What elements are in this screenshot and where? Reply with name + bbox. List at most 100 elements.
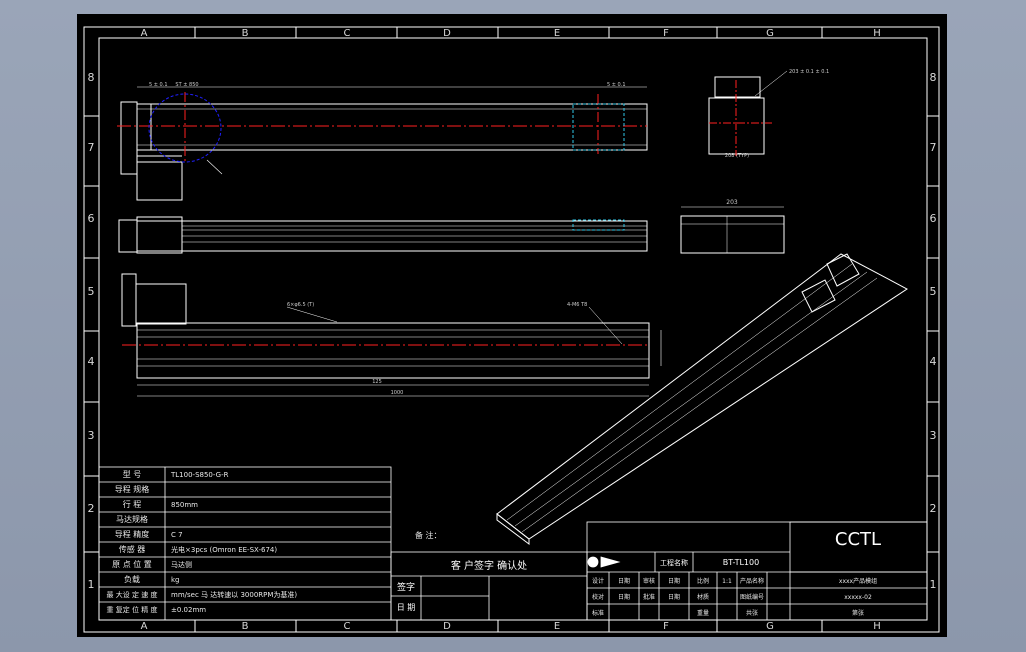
- zone-row-2-right: 2: [930, 502, 937, 515]
- top-dim-mid: ST ± 850: [175, 82, 198, 88]
- zone-col-f-bottom: F: [663, 621, 669, 632]
- zone-columns-top: A B C D E F G H: [141, 28, 881, 39]
- project-value: BT-TL100: [723, 558, 759, 567]
- spec-row-origin-value: 马达侧: [171, 560, 192, 569]
- zone-col-e-bottom: E: [554, 621, 560, 632]
- drawing-sheet[interactable]: A B C D E F G H A B C D E F G H 8 7 6 5 …: [77, 14, 947, 637]
- title-row-3: 标准 重量 共张 第张: [592, 609, 864, 617]
- zone-col-g-bottom: G: [766, 621, 774, 632]
- side-dim-bottom: 208 (TYP): [725, 153, 749, 159]
- zone-row-3-right: 3: [930, 429, 937, 442]
- spec-row-origin-label: 原 点 位 置: [112, 559, 152, 569]
- middle-view[interactable]: [118, 216, 648, 254]
- zone-col-d-bottom: D: [443, 621, 451, 632]
- tb-r2-c1: 校对: [592, 593, 604, 601]
- title-row-2: 校对 日期 批准 日期 材质 图纸编号 xxxxx-02: [592, 593, 872, 601]
- spec-row-model-label: 型 号: [123, 470, 142, 479]
- zone-col-f: F: [663, 28, 669, 39]
- top-dim-left: 5 ± 0.1: [149, 82, 168, 88]
- cad-drawing: A B C D E F G H A B C D E F G H 8 7 6 5 …: [83, 26, 940, 633]
- zone-row-5-right: 5: [930, 285, 937, 298]
- project-label: 工程名称: [660, 558, 688, 567]
- tb-r2-c7: 图纸编号: [740, 593, 764, 601]
- top-view[interactable]: ST ± 850 5 ± 0.1 5 ± 0.1: [117, 82, 648, 201]
- side-view-top[interactable]: 203 ± 0.1 ± 0.1 208 (TYP): [708, 69, 829, 159]
- spec-row-stroke-label: 行 程: [123, 499, 142, 509]
- spec-row-load-value: kg: [171, 576, 180, 584]
- side-view-bottom[interactable]: 203: [680, 199, 785, 254]
- zone-row-1-right: 1: [930, 578, 937, 591]
- zone-row-4-right: 4: [930, 355, 937, 368]
- zone-col-a-bottom: A: [141, 621, 148, 632]
- spec-row-speed-value: mm/sec 马 达转速以 3000RPM为基准): [171, 590, 297, 599]
- spec-table: [98, 466, 392, 621]
- tb-r1-c6: 1:1: [722, 578, 732, 585]
- zone-row-6: 6: [88, 212, 95, 225]
- spec-row-load-label: 负载: [124, 574, 140, 584]
- end-dim: 203: [726, 199, 738, 206]
- zone-col-a: A: [141, 28, 148, 39]
- title-block: [586, 521, 928, 621]
- zone-row-7-right: 7: [930, 141, 937, 154]
- zone-row-3: 3: [88, 429, 95, 442]
- tb-r1-c1: 设计: [592, 577, 604, 585]
- spec-row-speed-label: 最 大设 定 速 度: [107, 590, 158, 599]
- spec-table-labels: 型 号 导程 规格 行 程 马达规格 导程 精度 传感 器 原 点 位 置 负载…: [107, 470, 158, 614]
- title-row-1: 设计 日期 审核 日期 比例 1:1 产品名称 xxxx产品模组: [592, 577, 877, 585]
- zone-rows-left: 8 7 6 5 4 3 2 1: [88, 71, 95, 591]
- zone-rows-right: 8 7 6 5 4 3 2 1: [930, 71, 937, 591]
- spec-row-repeat-value: ±0.02mm: [171, 606, 206, 614]
- zone-col-c: C: [344, 28, 351, 39]
- tb-r3-c8: 第张: [852, 609, 864, 617]
- spec-row-lead-label: 导程 规格: [115, 484, 150, 494]
- zone-row-4: 4: [88, 355, 95, 368]
- zone-row-8: 8: [88, 71, 95, 84]
- tb-r2-c2: 日期: [618, 593, 630, 601]
- tb-r2-c8: xxxxx-02: [844, 594, 872, 601]
- zone-col-d: D: [443, 28, 451, 39]
- confirm-title: 客 户签字 确认处: [451, 559, 527, 572]
- zone-col-h: H: [873, 28, 881, 39]
- spec-row-accuracy-value: C 7: [171, 531, 183, 539]
- tb-r2-c5: 材质: [697, 593, 709, 601]
- zone-row-5: 5: [88, 285, 95, 298]
- front-view[interactable]: 6×φ6.5 (T) 4-M6 T8 125 1000: [121, 273, 662, 397]
- isometric-view[interactable]: [496, 253, 908, 545]
- zone-col-e: E: [554, 28, 560, 39]
- inner-border: [98, 37, 928, 621]
- front-dim-seg: 125: [372, 379, 382, 385]
- spec-row-motor-label: 马达规格: [116, 514, 148, 524]
- tb-r1-c7: 产品名称: [740, 577, 764, 585]
- front-dim-total: 1000: [391, 390, 404, 396]
- tb-r3-c7: 共张: [746, 609, 758, 617]
- top-dim-right: 5 ± 0.1: [607, 82, 626, 88]
- zone-row-6-right: 6: [930, 212, 937, 225]
- sign-label: 签字: [397, 581, 415, 593]
- tb-r1-c4: 日期: [668, 577, 680, 585]
- zone-row-2: 2: [88, 502, 95, 515]
- tb-r2-c3: 批准: [643, 593, 655, 601]
- side-leader: 203 ± 0.1 ± 0.1: [789, 69, 829, 75]
- company-logo: CCTL: [835, 529, 881, 550]
- zone-col-b: B: [242, 28, 249, 39]
- spec-row-stroke-value: 850mm: [171, 501, 198, 509]
- spec-row-sensor-value: 光电×3pcs (Omron EE-SX-674): [171, 545, 277, 554]
- zone-col-h-bottom: H: [873, 621, 881, 632]
- notes-label: 备 注：: [415, 530, 442, 540]
- spec-table-values: TL100-S850-G-R 850mm C 7 光电×3pcs (Omron …: [170, 471, 297, 614]
- spec-row-model-value: TL100-S850-G-R: [170, 471, 229, 479]
- zone-col-c-bottom: C: [344, 621, 351, 632]
- zone-col-g: G: [766, 28, 774, 39]
- front-leader-right: 4-M6 T8: [567, 302, 587, 308]
- zone-row-1: 1: [88, 578, 95, 591]
- zone-columns-bottom: A B C D E F G H: [141, 621, 881, 632]
- zone-row-8-right: 8: [930, 71, 937, 84]
- outer-border: [83, 26, 940, 633]
- zone-col-b-bottom: B: [242, 621, 249, 632]
- tb-r1-c2: 日期: [618, 577, 630, 585]
- spec-row-accuracy-label: 导程 精度: [115, 529, 150, 539]
- zone-row-7: 7: [88, 141, 95, 154]
- tb-r3-c1: 标准: [592, 609, 604, 617]
- tb-r1-c8: xxxx产品模组: [839, 577, 877, 585]
- tb-r1-c5: 比例: [697, 577, 709, 585]
